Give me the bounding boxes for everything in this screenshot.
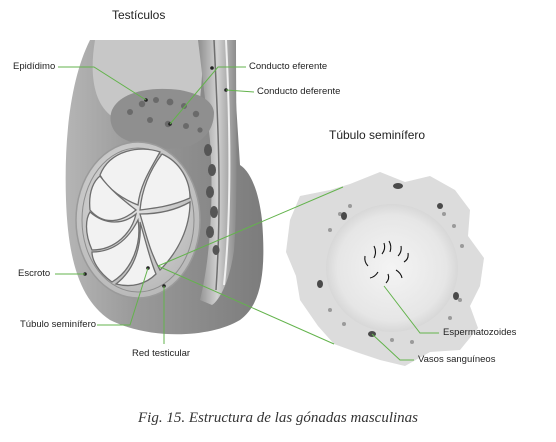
title-testicles: Testículos xyxy=(112,8,166,22)
label-blood-vessels: Vasos sanguíneos xyxy=(418,354,496,365)
label-efferent-duct: Conducto eferente xyxy=(249,61,328,72)
label-spermatozoa: Espermatozoides xyxy=(443,327,517,338)
label-vas-deferens: Conducto deferente xyxy=(257,86,341,97)
tubule-cross-section xyxy=(286,172,484,366)
label-rete-testis: Red testicular xyxy=(132,348,191,359)
label-scrotum: Escroto xyxy=(18,268,51,279)
epididymis xyxy=(110,88,214,149)
leader-lines xyxy=(55,66,439,361)
figure-caption: Fig. 15. Estructura de las gónadas mascu… xyxy=(138,410,418,426)
label-epididymis: Epidídimo xyxy=(13,61,56,72)
title-seminiferous-tubule: Túbulo seminífero xyxy=(329,128,426,142)
testis-lobules xyxy=(85,148,191,287)
label-seminiferous-tubule: Túbulo seminífero xyxy=(20,319,97,330)
